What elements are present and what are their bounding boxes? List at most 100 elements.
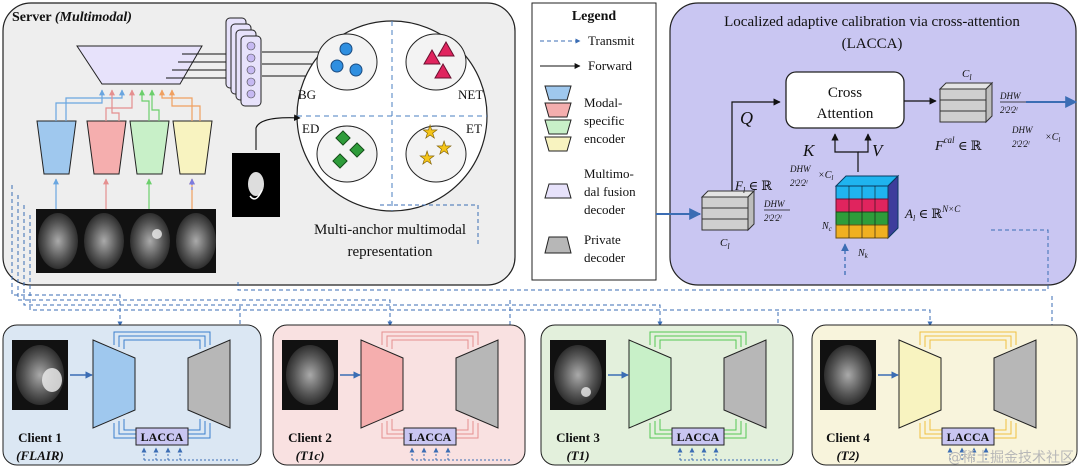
legend-decoder-3: decoder <box>584 202 626 217</box>
client-2-lacca-label: LACCA <box>409 430 452 444</box>
anchor-representation: ★ ★ ★ BG NET ED ET <box>296 20 488 212</box>
client-1-panel: Client 1 (FLAIR) LACCA <box>2 324 262 466</box>
mri-t1c-image <box>84 213 124 269</box>
client-4-encoder <box>898 339 942 429</box>
client-2-encoder <box>360 339 404 429</box>
client-2-panel: Client 2 (T1c) LACCA <box>272 324 526 466</box>
v-label: V <box>872 141 885 160</box>
client-4-lacca <box>941 427 995 446</box>
fcal-formula: Fcal ∈ ℝ <box>934 135 983 154</box>
legend-private-1: Private <box>584 232 621 247</box>
fcal-dim-den: 2ˡ2ˡ2ˡ <box>1000 105 1018 115</box>
client-3-modality: (T1) <box>566 448 589 463</box>
server-panel: Server (Multimodal) <box>2 2 516 286</box>
watermark: @稀土掘金技术社区 <box>948 450 1074 466</box>
encoder-t2 <box>172 120 213 175</box>
legend-encoder-2: specific <box>584 113 625 128</box>
image-encoder-links <box>53 178 195 209</box>
k-label: K <box>802 141 816 160</box>
client-1-name: Client 1 <box>18 430 62 445</box>
q-arrow <box>731 98 781 191</box>
anchor-tensor <box>834 174 900 240</box>
server-title: Server (Multimodal) <box>12 10 132 25</box>
fl-formula-den: 2ˡ2ˡ2ˡ <box>790 178 808 188</box>
legend-title: Legend <box>572 9 617 24</box>
fcal-formula-num: DHW <box>1011 125 1034 135</box>
client-4-name: Client 4 <box>826 430 870 445</box>
client-3-name: Client 3 <box>556 430 600 445</box>
al-formula: Al ∈ ℝN×C <box>904 204 961 223</box>
client-4-panel: Client 4 (T2) LACCA <box>811 324 1078 466</box>
cross-attention-label-1: Cross <box>828 85 862 101</box>
label-net: NET <box>458 87 483 102</box>
mri-t2-image <box>176 213 216 269</box>
representation-label-2: representation <box>348 244 433 260</box>
client-2-modality: (T1c) <box>296 448 325 463</box>
fl-dim-den: 2ˡ2ˡ2ˡ <box>764 213 782 223</box>
lacca-title-1: Localized adaptive calibration via cross… <box>724 14 1020 30</box>
client-3-lacca <box>671 427 725 446</box>
client-1-modality: (FLAIR) <box>16 448 64 463</box>
svg-text:★: ★ <box>422 122 438 142</box>
fl-formula: Fl ∈ ℝ <box>734 178 773 195</box>
client-2-private-decoder <box>455 339 499 429</box>
fl-formula-cl: ×Cl <box>818 170 833 182</box>
fcal-dim-num: DHW <box>999 91 1022 101</box>
legend-encoder-swatches <box>544 85 572 152</box>
nc-label: Nc <box>821 221 833 233</box>
client-2-lacca <box>403 427 457 446</box>
cross-attention-label-2: Attention <box>817 106 874 122</box>
k-arrow <box>831 133 859 172</box>
encoder-decoder-links <box>55 89 201 121</box>
v-arrow <box>858 133 872 153</box>
label-ed: ED <box>302 121 319 136</box>
client-1-lacca-label: LACCA <box>141 430 184 444</box>
client-2-name: Client 2 <box>288 430 332 445</box>
lacca-panel: Localized adaptive calibration via cross… <box>656 2 1078 286</box>
fl-formula-num: DHW <box>789 164 812 174</box>
svg-text:★: ★ <box>436 138 452 158</box>
fcal-cl-label: Cl <box>962 68 972 82</box>
feature-map-stack <box>225 17 262 107</box>
et-cluster <box>405 125 467 183</box>
fl-cl-label: Cl <box>720 237 730 251</box>
feature-fl-block <box>700 189 756 232</box>
mri-flair-image <box>38 213 78 269</box>
mri-t1-image <box>130 213 170 269</box>
legend-private-swatch <box>544 236 572 254</box>
segmentation-output <box>232 114 301 217</box>
lacca-title-2: (LACCA) <box>842 36 903 52</box>
clients-row: Client 1 (FLAIR) LACCA Client 2 <box>2 324 1078 466</box>
client-3-panel: Client 3 (T1) LACCA <box>540 324 794 466</box>
fcal-formula-den: 2ˡ2ˡ2ˡ <box>1012 139 1030 149</box>
bg-cluster <box>316 33 378 91</box>
label-bg: BG <box>298 87 316 102</box>
client-3-lacca-label: LACCA <box>677 430 720 444</box>
legend-encoder-1: Modal- <box>584 95 622 110</box>
legend-transmit: Transmit <box>588 33 635 48</box>
label-et: ET <box>466 121 482 136</box>
client-4-private-decoder <box>993 339 1037 429</box>
svg-text:★: ★ <box>419 148 435 168</box>
encoder-t1 <box>129 120 170 175</box>
q-label: Q <box>740 108 753 128</box>
client-3-encoder <box>628 339 672 429</box>
legend-panel: Legend Transmit Forward Modal- specific … <box>531 2 657 281</box>
client-1-lacca <box>135 427 189 446</box>
legend-private-2: decoder <box>584 250 626 265</box>
client-4-modality: (T2) <box>836 448 859 463</box>
representation-label-1: Multi-anchor multimodal <box>314 222 466 238</box>
legend-encoder-3: encoder <box>584 131 626 146</box>
client-1-private-decoder <box>187 339 231 429</box>
fl-dim-num: DHW <box>763 199 786 209</box>
client-3-private-decoder <box>723 339 767 429</box>
client-1-encoder <box>92 339 136 429</box>
legend-decoder-swatch <box>544 183 572 199</box>
fusion-decoder <box>76 45 203 85</box>
encoder-flair <box>36 120 77 175</box>
lacca-panel-box <box>669 2 1077 286</box>
mri-thumbnails <box>36 209 216 273</box>
legend-decoder-2: dal fusion <box>584 184 636 199</box>
cross-attention-box <box>785 71 905 129</box>
